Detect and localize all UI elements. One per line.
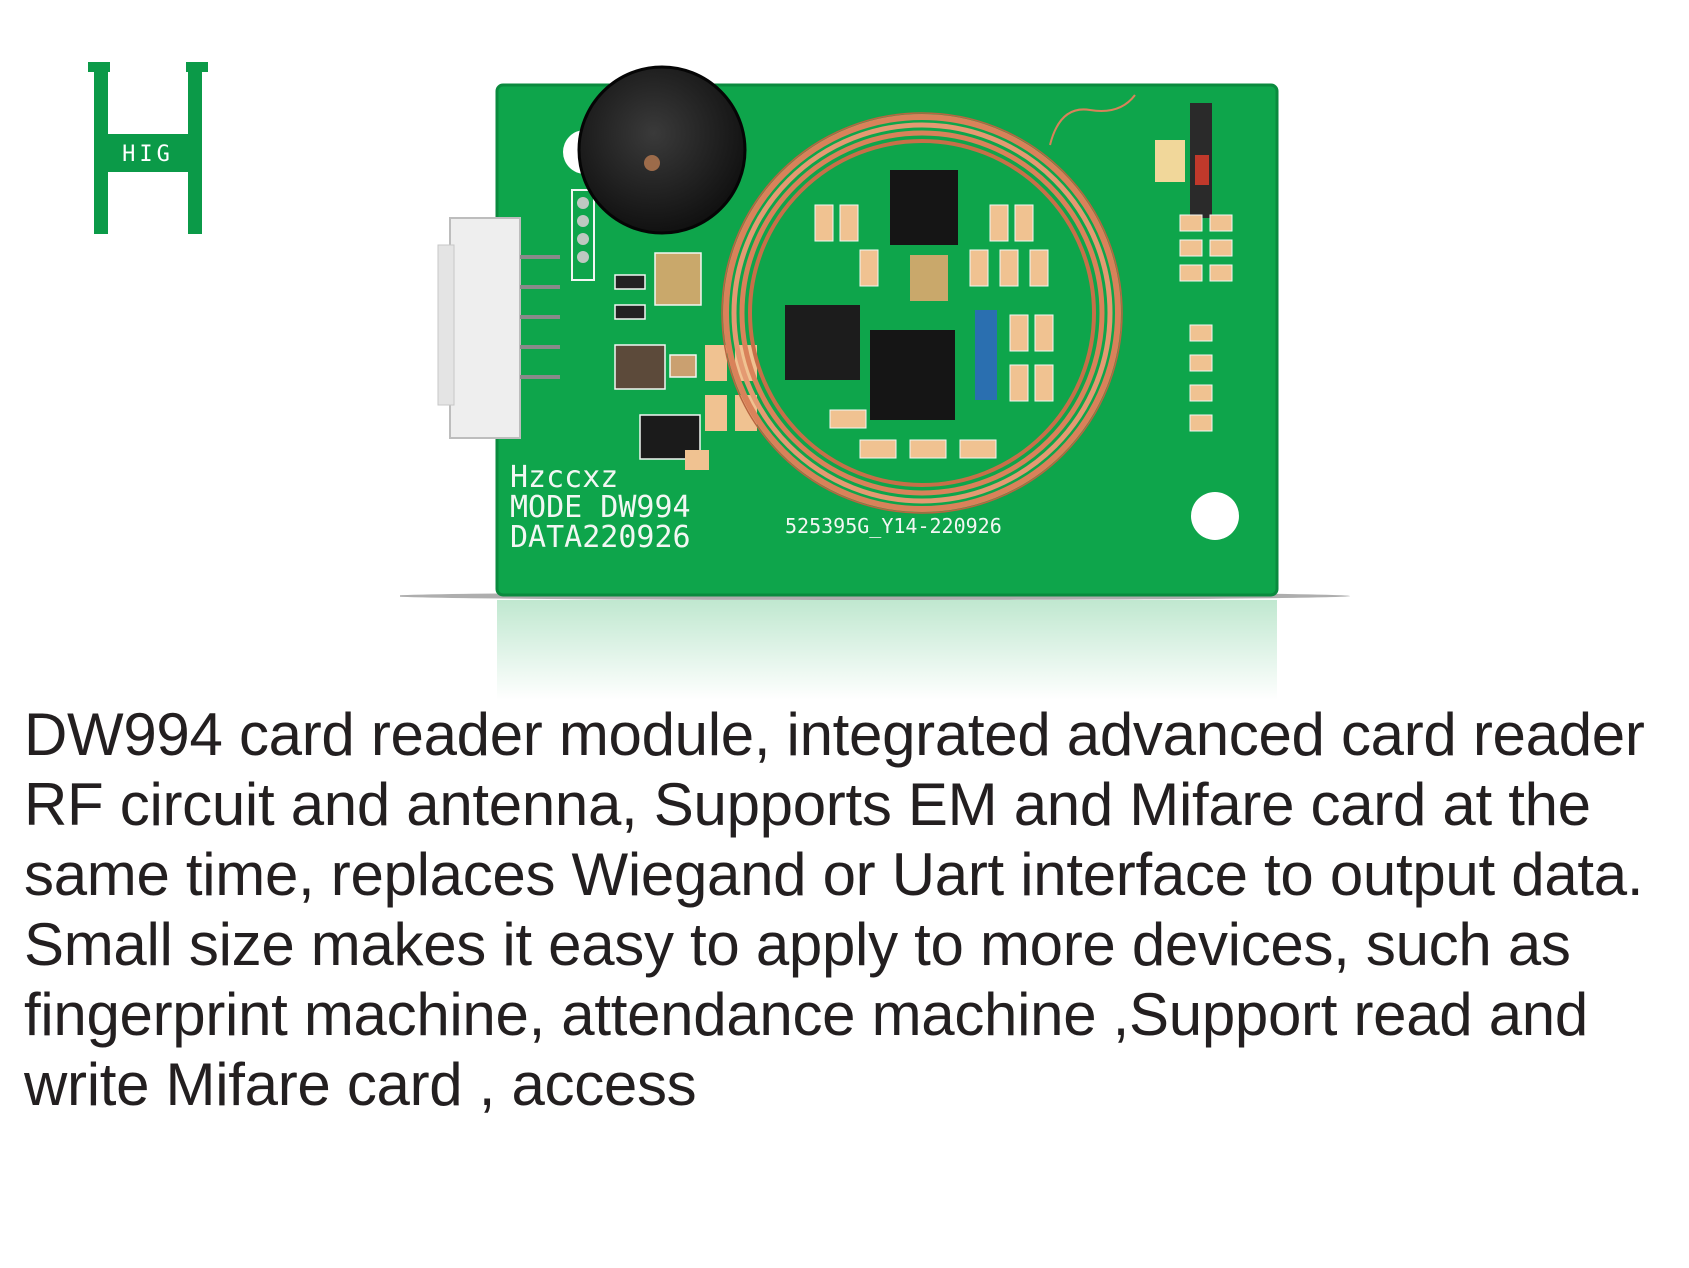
buzzer	[577, 65, 747, 235]
silk-data: DATA220926	[510, 520, 691, 555]
hzccxz-logo-icon: HIG	[88, 62, 208, 234]
antenna-coil	[721, 112, 1123, 514]
rfid-pcb-photo: Hzccxz MODE DW994 DATA220926 525395G_Y14…	[400, 65, 1350, 700]
logo-text: HIG	[122, 142, 174, 167]
silk-code: 525395G_Y14-220926	[785, 514, 1002, 538]
silk-mode: MODE DW994	[510, 490, 691, 525]
board-reflection	[497, 600, 1277, 700]
product-description: DW994 card reader module, integrated adv…	[24, 701, 1645, 1118]
connector	[437, 217, 560, 439]
silk-brand: Hzccxz	[510, 460, 618, 495]
ic-chips	[785, 170, 997, 420]
